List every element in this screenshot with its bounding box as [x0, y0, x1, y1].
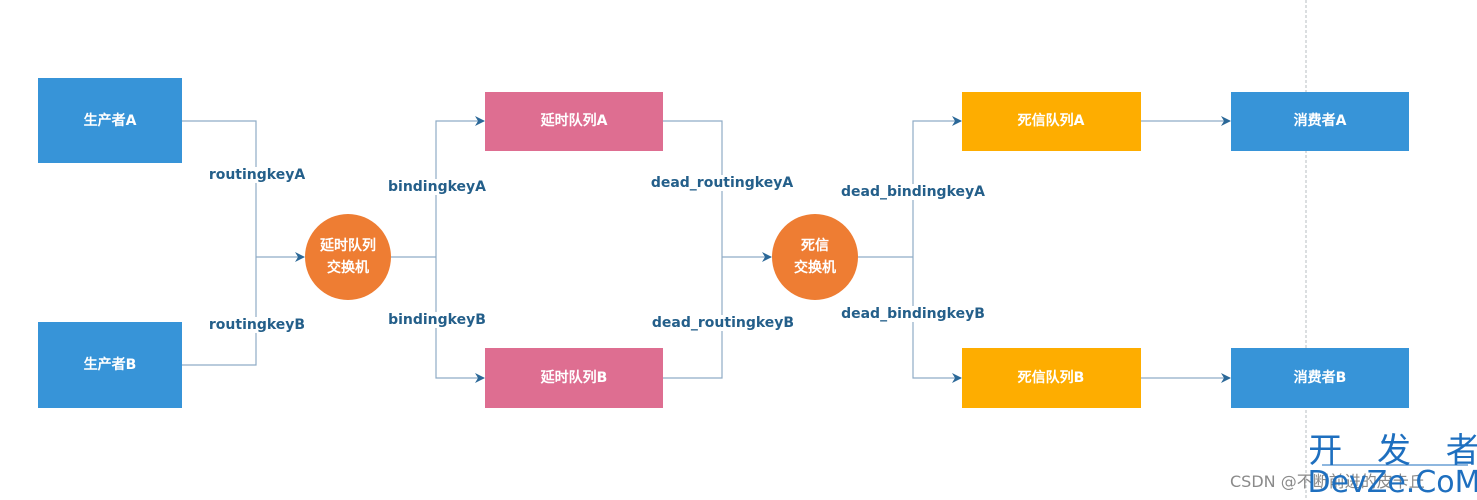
edge-dead-exchange-deadqueueB — [912, 257, 962, 383]
node-label: 消费者B — [1294, 369, 1347, 386]
edge-label-routingkeyA: routingkeyA — [209, 167, 306, 183]
edge-label-bg — [648, 175, 796, 191]
edge-label-bindingkeyB: bindingkeyB — [388, 312, 486, 328]
edges-layer — [182, 116, 1231, 383]
watermark-site-cn: 开 发 者 — [1308, 431, 1477, 471]
node-producerB[interactable]: 生产者B — [38, 322, 182, 408]
edge-label-bg — [386, 179, 489, 195]
exchange-circle[interactable] — [305, 214, 391, 300]
node-consumerA[interactable]: 消费者A — [1231, 92, 1409, 151]
edge-delay-exchange-queueA — [435, 116, 485, 257]
edge-label-dead-routingkeyB: dead_routingkeyB — [652, 315, 794, 331]
producer-box[interactable] — [38, 322, 182, 408]
delay-queue-box[interactable] — [485, 92, 663, 151]
node-label-line1: 死信 — [800, 237, 829, 254]
node-label: 消费者A — [1294, 112, 1347, 129]
node-dead-queueB[interactable]: 死信队列B — [962, 348, 1141, 408]
node-label: 生产者B — [84, 356, 137, 373]
dead-queue-box[interactable] — [962, 92, 1141, 151]
edge-label-bg — [206, 317, 308, 333]
node-label: 生产者A — [84, 112, 137, 129]
node-consumerB[interactable]: 消费者B — [1231, 348, 1409, 408]
delay-queue-box[interactable] — [485, 348, 663, 408]
node-delay-exchange[interactable]: 延时队列 交换机 — [305, 214, 391, 300]
edge-producerB-exchange — [182, 257, 257, 366]
watermark: CSDN @不断前进的皮卡丘 开 发 者 DevZe.CoM — [1230, 431, 1477, 500]
node-dead-queueA[interactable]: 死信队列A — [962, 92, 1141, 151]
node-label: 死信队列A — [1017, 112, 1085, 129]
edge-label-bg — [649, 315, 797, 331]
edge-label-bg — [386, 312, 488, 328]
node-label-line2: 交换机 — [794, 259, 836, 276]
edge-label-bg — [839, 306, 987, 322]
node-label: 延时队列B — [540, 369, 608, 386]
edge-dead-exchange-deadqueueA — [912, 116, 962, 257]
edge-queueB-dead-exchange — [636, 257, 723, 383]
consumer-box[interactable] — [1231, 348, 1409, 408]
node-delay-queueA[interactable]: 延时队列A — [485, 92, 663, 151]
edge-delay-exchange-queueB — [435, 257, 485, 383]
node-label-line1: 延时队列 — [319, 237, 376, 254]
node-producerA[interactable]: 生产者A — [38, 78, 182, 163]
edge-label-bg — [839, 184, 988, 200]
edge-label-routingkeyB: routingkeyB — [209, 317, 305, 333]
edge-label-bg — [206, 167, 308, 183]
edge-label-dead-bindingkeyA: dead_bindingkeyA — [841, 184, 985, 200]
node-label: 死信队列B — [1017, 369, 1085, 386]
node-delay-queueB[interactable]: 延时队列B — [485, 348, 663, 408]
edge-producerA-exchange — [182, 120, 257, 257]
edge-label-bindingkeyA: bindingkeyA — [388, 179, 486, 195]
edge-label-dead-bindingkeyB: dead_bindingkeyB — [841, 306, 985, 322]
node-dead-exchange[interactable]: 死信 交换机 — [772, 214, 858, 300]
exchange-circle[interactable] — [772, 214, 858, 300]
edge-queueA-dead-exchange — [663, 120, 723, 257]
producer-box[interactable] — [38, 78, 182, 163]
node-label: 延时队列A — [540, 112, 608, 129]
consumer-box[interactable] — [1231, 92, 1409, 151]
edge-labels-layer: routingkeyA routingkeyB bindingkeyA bind… — [206, 167, 988, 333]
node-label-line2: 交换机 — [327, 259, 369, 276]
edge-label-dead-routingkeyA: dead_routingkeyA — [651, 175, 794, 191]
nodes-layer: 生产者A 生产者B 延时队列 交换机 延时队列A 延时队列B 死信 交换机 死信… — [38, 78, 1409, 408]
dead-queue-box[interactable] — [962, 348, 1141, 408]
watermark-csdn: CSDN @不断前进的皮卡丘 — [1230, 472, 1425, 491]
watermark-site-en: DevZe.CoM — [1307, 465, 1477, 500]
